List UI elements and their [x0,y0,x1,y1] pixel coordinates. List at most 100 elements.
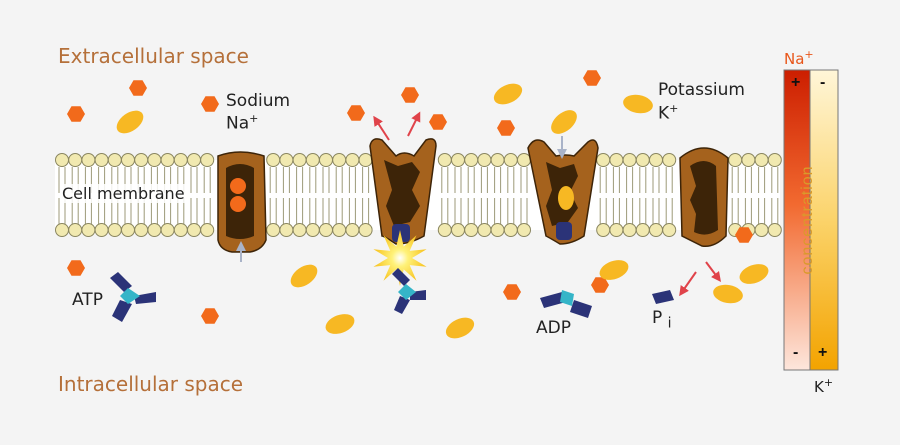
lipid-head [345,153,360,167]
sodium-ion [129,80,147,96]
lipid-head [305,223,320,237]
potassium-ion [739,264,769,284]
lipid-head [68,223,83,237]
sodium-ion [67,260,85,276]
lipid-head [121,223,135,237]
lipid-head [134,153,149,167]
phosphate-subscript: i [667,315,672,332]
potassium-ion [493,83,523,105]
lipid-head [55,153,69,167]
lipid-head [503,153,518,167]
lipid-head [81,153,96,167]
lipid-head [622,153,637,167]
bar-top-ion-charge: + [804,48,814,61]
energy-burst-icon [373,230,427,286]
lipid-head [107,223,122,237]
lipid-head [332,223,347,237]
sodium-ion [503,284,521,300]
bar-top-ion-label: Na+ [784,48,814,68]
bound-potassium-ion [558,186,574,210]
lipid-head [662,153,677,167]
lipid-head [160,153,175,167]
lipid-head [121,153,135,167]
lipid-head [279,223,294,237]
lipid-head [767,223,782,237]
lipid-head [292,223,307,237]
pump-resting [679,147,729,248]
k-low-sign: - [820,74,826,91]
lipid-head [503,223,518,237]
lipid-head [609,223,624,237]
bar-bottom-ion-charge: + [823,376,834,389]
extracellular-label: Extracellular space [58,44,249,68]
atp-label: ATP [72,290,103,310]
lipid-head [490,223,505,237]
lipid-head [319,223,333,237]
potassium-gradient-column [809,69,839,371]
lipid-head [437,223,452,237]
lipid-head [741,153,756,167]
membrane-label: Cell membrane [60,184,187,203]
lipid-head [451,153,465,167]
lipid-head [305,153,320,167]
release-arrow [705,261,721,282]
sodium-ion [497,120,515,136]
pump-sodium-bound [217,151,267,253]
potassium-label: Potassium [658,80,745,100]
potassium-ion [713,284,743,304]
bar-bottom-ion-label: K+ [814,376,833,396]
release-arrow [679,271,697,297]
sodium-label: Sodium [226,91,291,111]
lipid-head [649,223,663,237]
release-arrow [407,111,421,137]
sodium-ion [201,308,219,324]
potassium-symbol-label: K+ [658,102,678,124]
sodium-symbol: Na [226,113,250,134]
lipid-head [358,223,373,237]
lipid-head [649,153,663,167]
lipid-head [266,223,281,237]
lipid-head [635,223,650,237]
lipid-head [200,223,215,237]
lipid-head [292,153,307,167]
lipid-head [55,223,69,237]
lipid-head [609,153,624,167]
lipid-head [147,153,162,167]
atp-molecule [110,272,156,322]
na-high-sign: + [791,74,801,91]
lipid-head [754,153,769,167]
lipid-bilayer [55,153,782,237]
sodium-ion [591,277,609,293]
lipid-head [160,223,175,237]
lipid-head [332,153,347,167]
pump-potassium-bound [527,139,599,245]
lipid-head [266,153,281,167]
sodium-charge: + [249,112,259,125]
lipid-head [147,223,162,237]
lipid-head [464,223,479,237]
sodium-ion [67,106,85,122]
lipid-head [517,153,531,167]
potassium-ion [290,264,318,288]
lipid-head [477,223,492,237]
sodium-ion [201,96,219,112]
potassium-charge: + [669,102,679,115]
lipid-head [200,153,215,167]
potassium-ion [623,94,653,114]
adp-label: ADP [536,318,571,338]
lipid-head [596,153,611,167]
lipid-head [173,153,188,167]
lipid-head [754,223,769,237]
bar-top-ion: Na [784,50,805,68]
lipid-head [451,223,465,237]
lipid-head [622,223,637,237]
lipid-head [517,223,531,237]
atp-molecule-hydrolyzing [392,268,426,314]
potassium-ion [325,314,355,334]
lipid-head [94,153,109,167]
lipid-head [134,223,149,237]
sodium-ion [429,114,447,130]
lipid-head [81,223,96,237]
